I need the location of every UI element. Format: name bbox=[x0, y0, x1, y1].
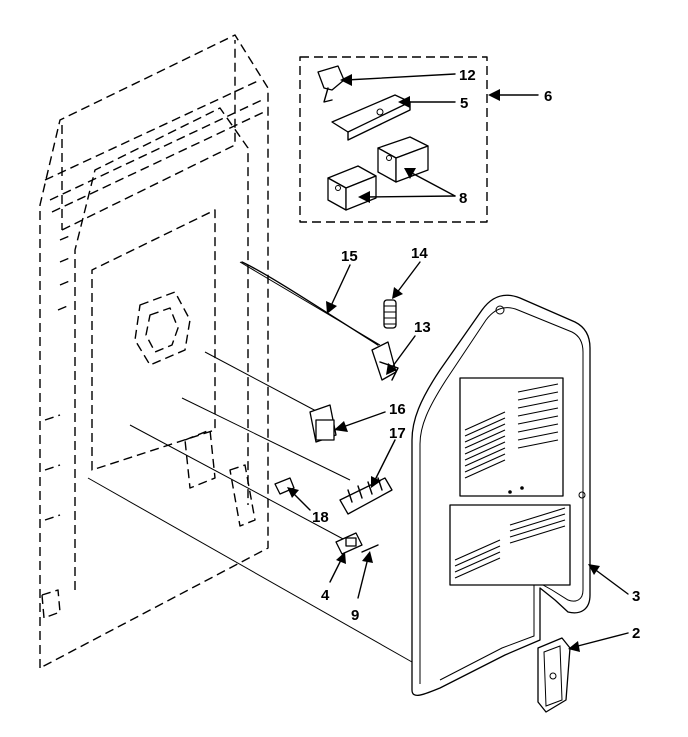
part-14-spring bbox=[383, 299, 397, 329]
part-3-back-panel bbox=[411, 294, 591, 696]
callout-2: 2 bbox=[632, 625, 640, 642]
callout-8: 8 bbox=[459, 190, 467, 207]
callout-3: 3 bbox=[632, 588, 640, 605]
callout-4: 4 bbox=[321, 587, 330, 604]
callout-5: 5 bbox=[460, 95, 468, 112]
callout-9: 9 bbox=[351, 607, 359, 624]
part-13-latch bbox=[371, 341, 399, 381]
part-9-screw bbox=[361, 544, 379, 553]
callout-18: 18 bbox=[312, 509, 329, 526]
callout-15: 15 bbox=[341, 248, 358, 265]
part-8-brackets bbox=[327, 136, 429, 211]
callout-13: 13 bbox=[414, 319, 431, 336]
part-16-switch bbox=[309, 404, 337, 443]
callout-12: 12 bbox=[459, 67, 476, 84]
part-5-bracket bbox=[331, 94, 411, 141]
part-17-terminal-block bbox=[339, 477, 393, 515]
callout-6: 6 bbox=[544, 88, 552, 105]
part-4-plug bbox=[335, 532, 363, 555]
part-2-cover bbox=[537, 637, 571, 713]
callout-17: 17 bbox=[389, 425, 406, 442]
cabinet-phantom-outline bbox=[39, 34, 269, 669]
kit-boundary-box bbox=[299, 56, 488, 223]
assembly-leader-lines bbox=[87, 261, 413, 663]
callout-labels: 12 5 6 8 15 14 13 16 17 18 4 9 3 2 bbox=[312, 67, 640, 642]
part-12-clip bbox=[317, 65, 345, 103]
callout-14: 14 bbox=[411, 245, 428, 262]
part-15-rod bbox=[241, 261, 379, 346]
callout-16: 16 bbox=[389, 401, 406, 418]
callout-arrows bbox=[287, 73, 629, 652]
